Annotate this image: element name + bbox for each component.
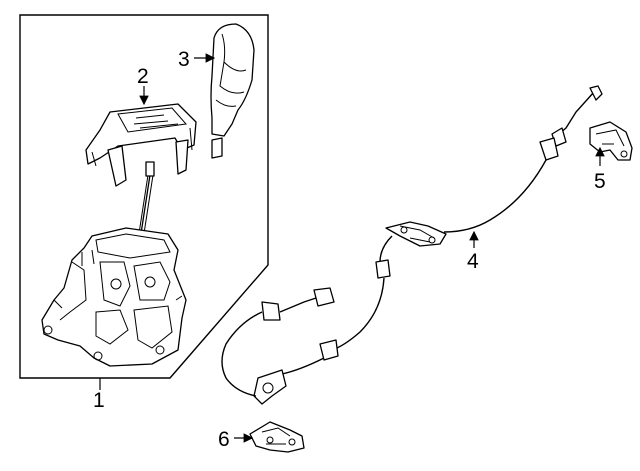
- part-4-shift-cable: [221, 85, 603, 405]
- part-2-shift-bezel: [85, 103, 197, 187]
- callout-3: 3: [178, 48, 190, 71]
- part-6-bracket: [249, 421, 305, 453]
- callout-4: 4: [467, 250, 479, 273]
- part-1-shifter-assembly: [41, 161, 187, 367]
- callout-2: 2: [137, 65, 149, 88]
- callout-6: 6: [218, 428, 230, 451]
- callout-5: 5: [594, 170, 606, 193]
- assembly-outline-box: [19, 14, 269, 379]
- callout-1: 1: [93, 389, 105, 412]
- part-5-bracket: [589, 121, 633, 161]
- part-3-shift-knob: [210, 23, 255, 159]
